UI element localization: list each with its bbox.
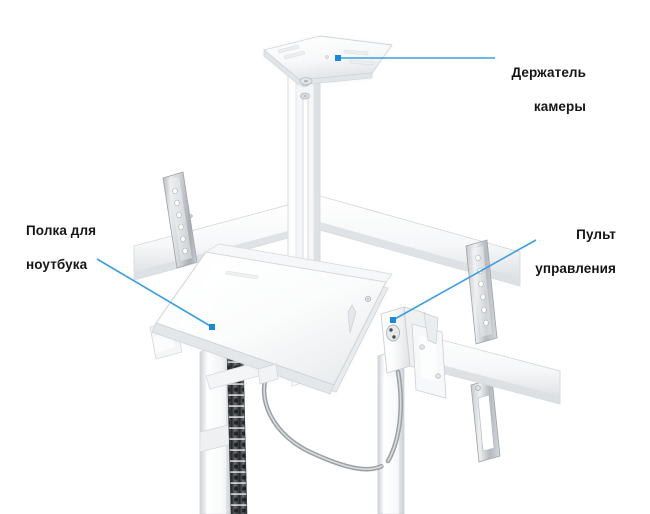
left-vesa-bracket: [162, 171, 198, 269]
camera-mount-plate: [263, 35, 393, 86]
conduit-clamp: [257, 363, 279, 385]
control-panel-box: [380, 306, 447, 399]
callout-label-camera-holder: Держатель камеры: [502, 47, 586, 132]
callout-label-laptop-shelf-line2: ноутбука: [26, 257, 88, 272]
leader-control-panel: [390, 239, 537, 323]
flexible-cable-conduit-right-core: [387, 371, 402, 462]
callout-label-control-panel-line2: управления: [535, 261, 616, 276]
callout-label-camera-holder-line1: Держатель: [511, 65, 586, 80]
leader-laptop-shelf: [96, 258, 215, 330]
callout-label-laptop-shelf: Полка для ноутбука: [26, 205, 146, 290]
right-lifting-column: [377, 347, 405, 514]
leader-camera-holder: [335, 55, 495, 61]
tilted-laptop-shelf: [151, 243, 393, 395]
callout-label-control-panel-line1: Пульт: [576, 227, 616, 242]
callout-label-camera-holder-line2: камеры: [533, 99, 586, 114]
callout-label-control-panel: Пульт управления: [504, 209, 616, 294]
flexible-cable-conduit-left-core: [263, 376, 383, 470]
callout-label-laptop-shelf-line1: Полка для: [26, 223, 97, 238]
